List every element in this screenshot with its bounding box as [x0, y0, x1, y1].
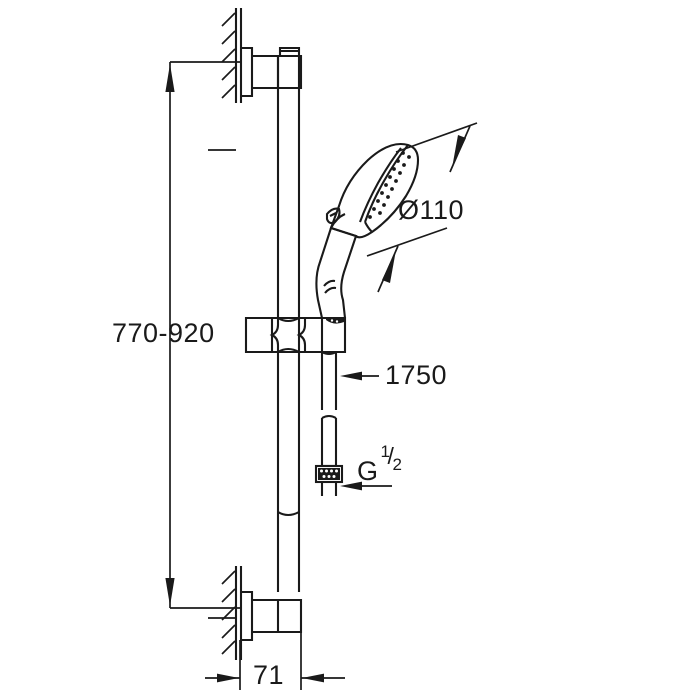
wall-hatching-bottom [221, 570, 236, 655]
thread-prefix-text: G [357, 456, 379, 486]
dimension-label-rail-height: 770-920 [112, 318, 215, 348]
dim-rail-height-arrows [165, 64, 175, 606]
wall-hatching-top [221, 12, 236, 99]
thread-solidus: / [387, 443, 395, 469]
cradle-detail [326, 318, 344, 324]
dim-diameter-arrows [382, 135, 466, 283]
dim-hose-arrow [340, 371, 362, 381]
thread-numerator: 1 [380, 442, 391, 461]
flexible-shower-hose [320, 351, 338, 468]
wall-section-bottom [234, 566, 243, 660]
spray-nozzle-pattern [368, 151, 411, 219]
hose-tail-below-nut [320, 482, 338, 496]
thread-fraction: 1/2 [379, 443, 405, 480]
lower-wall-bracket [241, 590, 303, 642]
sliding-hand-shower-holder [244, 316, 347, 354]
dimension-label-wall-projection: 71 [253, 660, 285, 690]
wall-section-top [234, 8, 243, 103]
dim-thread-arrow [340, 481, 362, 491]
knurl-highlights [320, 469, 338, 478]
dimension-label-spray-diameter: Ø110 [398, 195, 465, 225]
thread-denominator: 2 [392, 455, 403, 474]
upper-wall-bracket [241, 46, 303, 98]
left-edge-reference-line [208, 149, 236, 619]
rail-break-marks [277, 317, 300, 517]
cradle-nozzle-dots [330, 319, 339, 323]
vertical-slide-rail [276, 56, 301, 592]
dimension-label-hose-length: 1750 [385, 360, 448, 390]
dim-diameter-line [366, 122, 478, 257]
dim-rail-height-line [169, 61, 240, 609]
dim-projection-arrows [217, 673, 324, 683]
hand-shower-head [315, 143, 420, 319]
